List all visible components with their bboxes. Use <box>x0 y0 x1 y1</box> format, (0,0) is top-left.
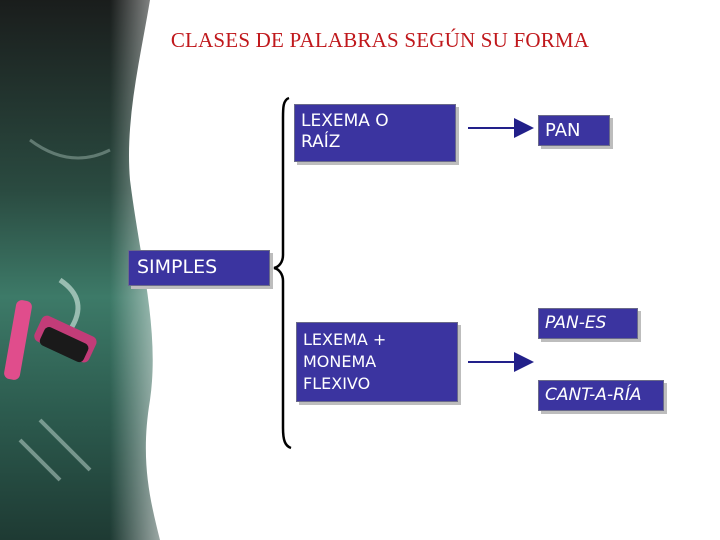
lexema-monema-box: LEXEMA + MONEMA FLEXIVO <box>296 322 458 402</box>
lexema-raiz-label: LEXEMA O RAÍZ <box>301 111 389 152</box>
bracket-line <box>273 96 292 450</box>
pan-box: PAN <box>538 115 610 146</box>
slide-title: CLASES DE PALABRAS SEGÚN SU FORMA <box>170 28 590 52</box>
cant-a-ria-box: CANT-A-RÍA <box>538 380 664 411</box>
simples-label: SIMPLES <box>137 256 218 278</box>
pan-label: PAN <box>545 120 581 141</box>
simples-box: SIMPLES <box>128 250 270 286</box>
pan-es-box: PAN-ES <box>538 308 638 339</box>
pan-es-label: PAN-ES <box>545 313 607 333</box>
lexema-monema-label: LEXEMA + MONEMA FLEXIVO <box>303 330 387 393</box>
cant-a-ria-label: CANT-A-RÍA <box>545 385 642 405</box>
lexema-raiz-box: LEXEMA O RAÍZ <box>294 104 456 162</box>
